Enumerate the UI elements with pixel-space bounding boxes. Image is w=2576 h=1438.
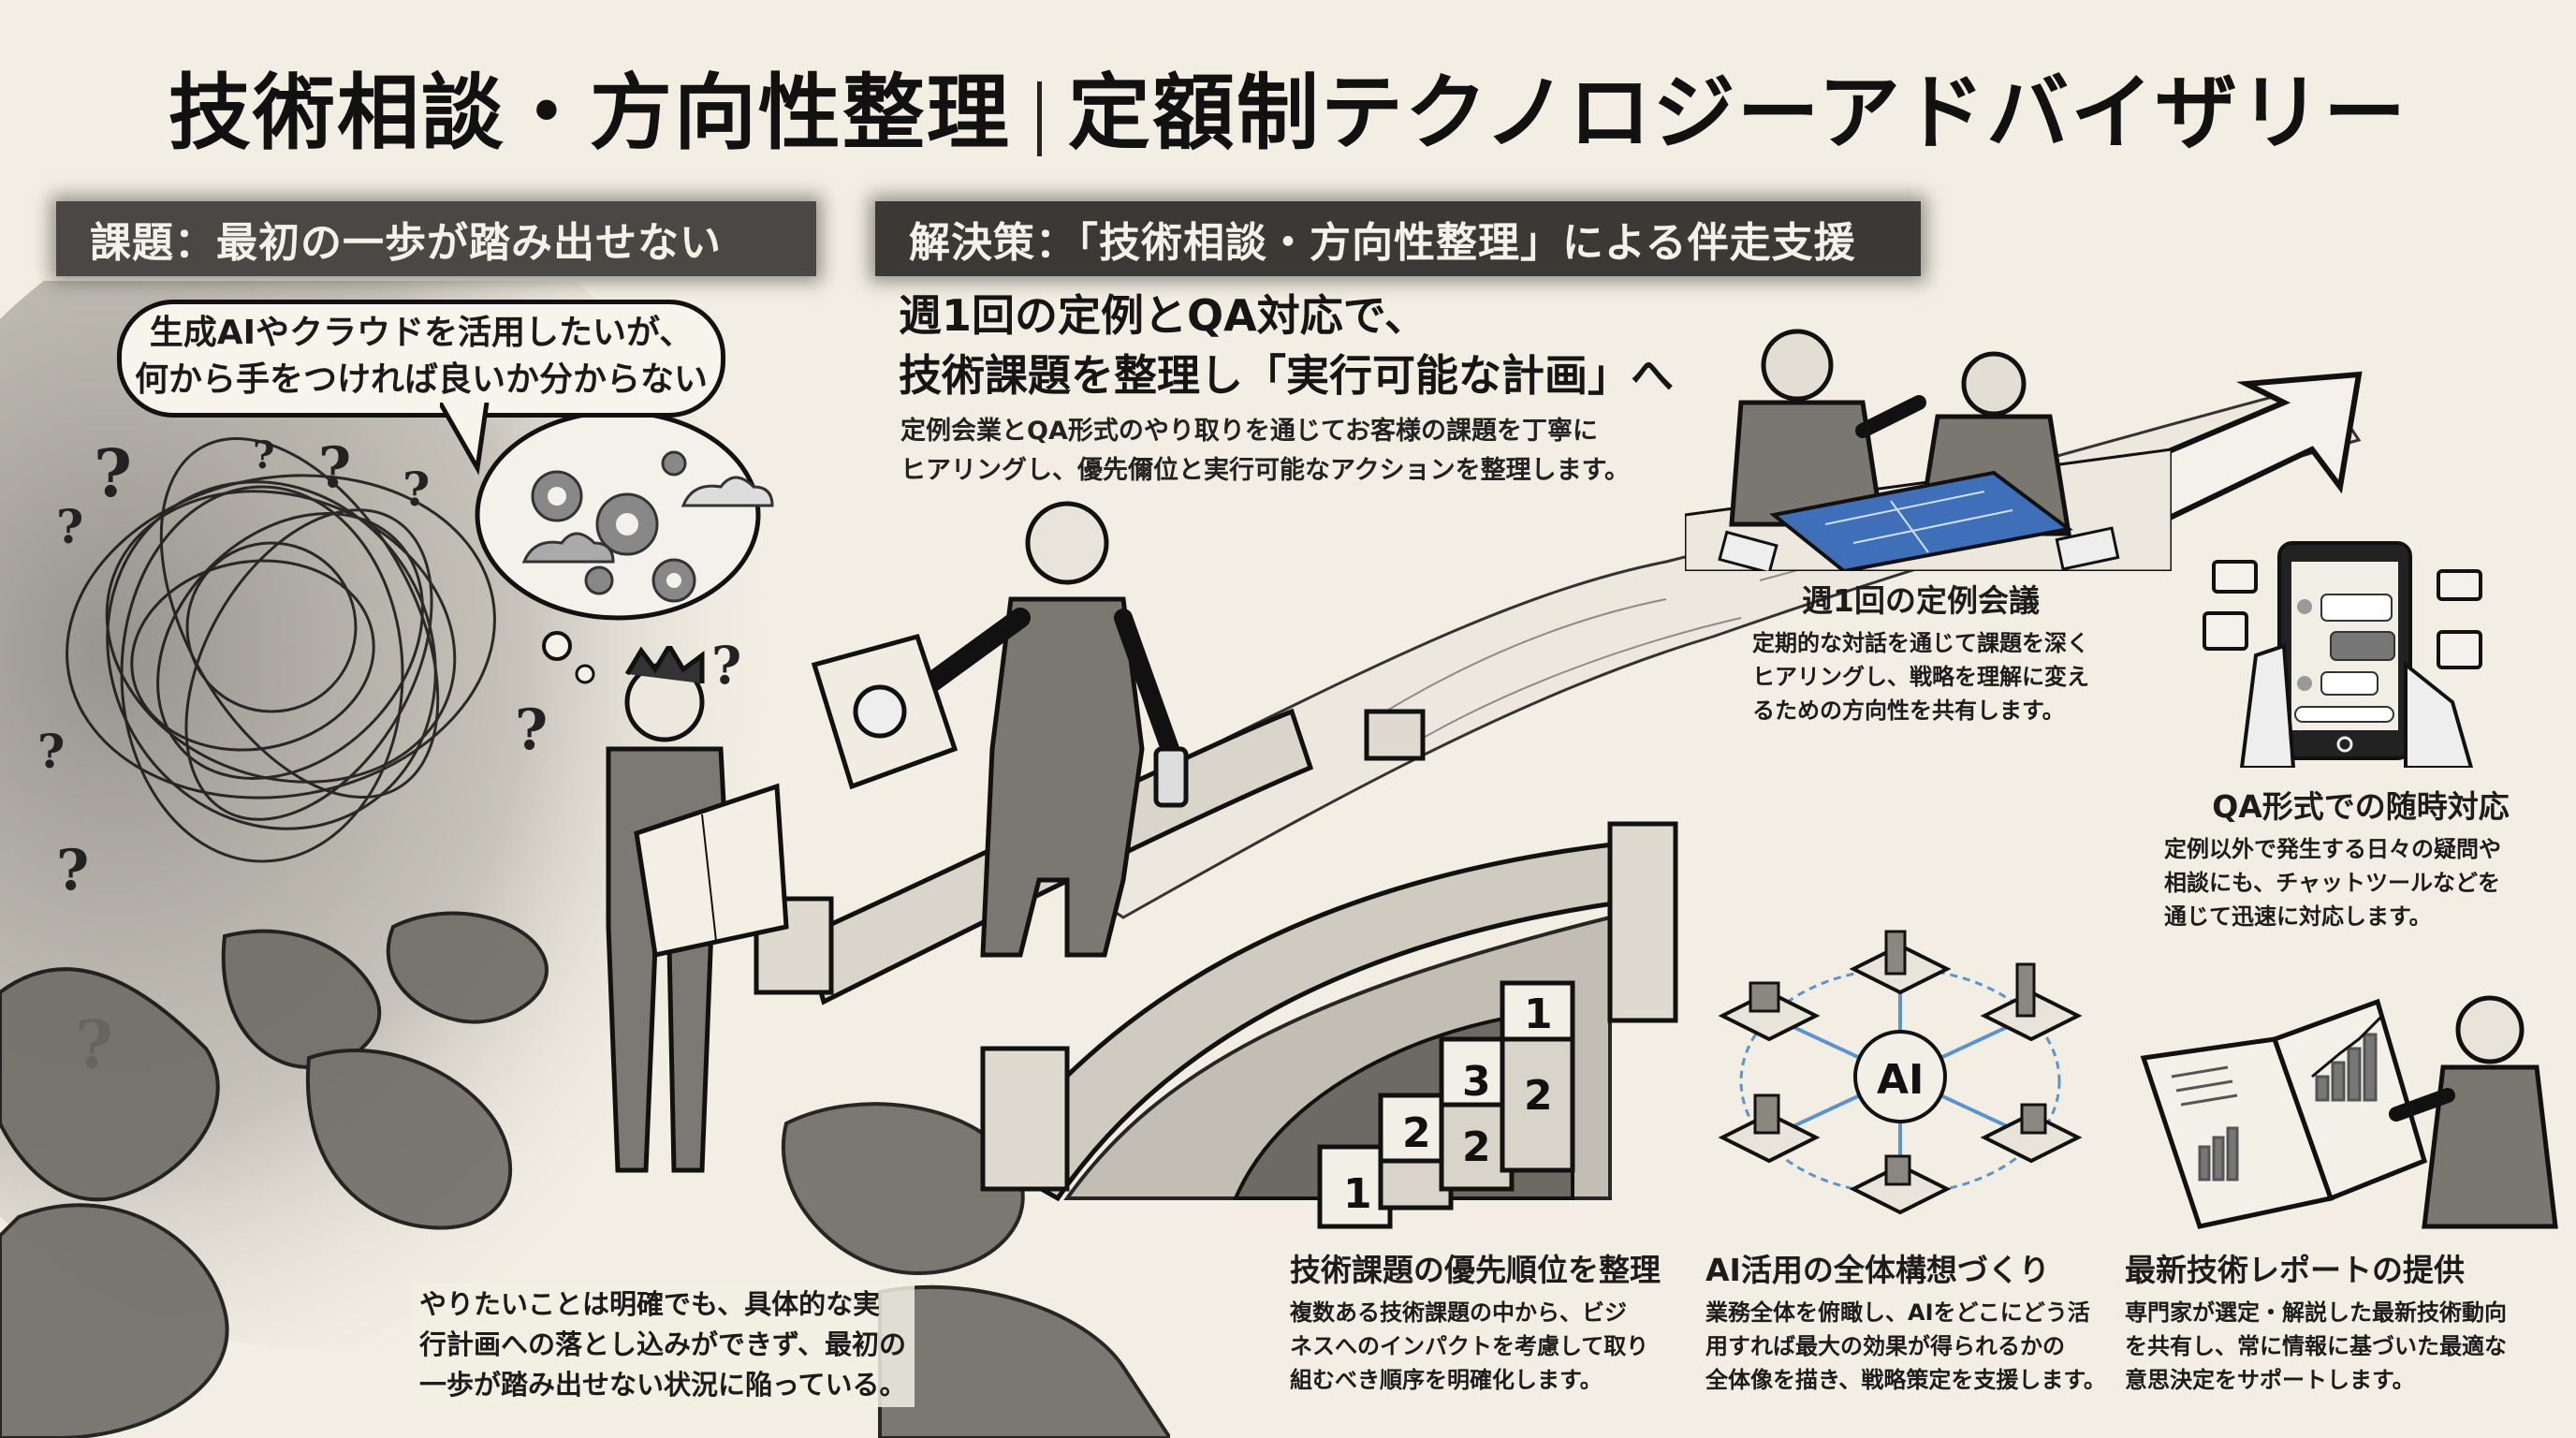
svg-text:1: 1 xyxy=(1343,1170,1372,1218)
headline-line-1: 週1回の定例とQA対応で、 xyxy=(899,290,1427,341)
solution-banner: 解決策：「技術相談・方向性整理」による伴走支援 xyxy=(875,201,1921,276)
feature-title: QA形式での随時対応 xyxy=(2212,788,2510,825)
feature-body-line: 用すれば最大の効果が得られるかの xyxy=(1705,1333,2065,1359)
priority-blocks-illustration: 1 2 3 2 1 2 xyxy=(1317,980,1575,1229)
confused-client-figure xyxy=(606,646,789,1173)
title-divider xyxy=(1036,81,1042,157)
feature-title: 最新技術レポートの提供 xyxy=(2125,1252,2465,1288)
feature-body-line: ヒアリングし、戦略を理解に変え xyxy=(1752,664,2089,690)
title-right: 定額制テクノロジーアドバイザリー xyxy=(1067,65,2408,161)
svg-text:?: ? xyxy=(253,433,274,477)
feature-body: 専門家が選定・解説した最新技術動向 を共有し、常に情報に基づいた最適な 意思決定… xyxy=(2125,1296,2565,1397)
feature-body-line: 相談にも、チャットツールなどを xyxy=(2164,870,2501,896)
svg-text:1: 1 xyxy=(1524,990,1553,1038)
problem-line-3: 一歩が踏み出せない状況に陥っている。 xyxy=(419,1369,907,1401)
feature-body-line: るための方向性を共有します。 xyxy=(1752,697,2065,724)
svg-text:?: ? xyxy=(94,434,132,512)
client-speech-bubble: 生成AIやクラウドを活用したいが、 何から手をつければ良いか分からない xyxy=(117,300,725,418)
speech-line-1: 生成AIやクラウドを活用したいが、 xyxy=(149,314,694,352)
ai-hub-label: AI xyxy=(1877,1056,1924,1104)
title-left: 技術相談・方向性整理 xyxy=(168,65,1011,161)
feature-body-line: 業務全体を俯瞰し、AIをどこにどう活 xyxy=(1705,1299,2090,1326)
feature-body: 定期的な対話を通じて課題を深く ヒアリングし、戦略を理解に変え るための方向性を… xyxy=(1752,626,2089,727)
feature-body-line: 意思決定をサポートします。 xyxy=(2125,1367,2415,1393)
solution-headline: 週1回の定例とQA対応で、 技術課題を整理し「実行可能な計画」へ xyxy=(899,286,1674,405)
lead-line-1: 定例会業とQA形式のやり取りを通じてお客様の課題を丁寧に xyxy=(900,417,1599,446)
feature-body-line: 定期的な対話を通じて課題を深く xyxy=(1752,630,2089,656)
feature-body-line: 組むべき順序を明確化します。 xyxy=(1290,1367,1603,1393)
problem-line-1: やりたいことは明確でも、具体的な実 xyxy=(419,1288,881,1320)
speech-line-2: 何から手をつければ良いか分からない xyxy=(134,360,708,399)
svg-text:?: ? xyxy=(56,838,89,903)
svg-text:?: ? xyxy=(402,462,430,517)
feature-body: 定例以外で発生する日々の疑問や 相談にも、チャットツールなどを 通じて迅速に対応… xyxy=(2164,832,2557,933)
mentor-figure xyxy=(811,501,1189,958)
feature-body-line: 通じて迅速に対応します。 xyxy=(2164,903,2432,930)
svg-text:?: ? xyxy=(37,724,65,779)
feature-qa-support: QA形式での随時対応 定例以外で発生する日々の疑問や 相談にも、チャットツールな… xyxy=(2164,782,2557,933)
meeting-illustration xyxy=(1685,329,2172,571)
feature-body-line: を共有し、常に情報に基づいた最適な xyxy=(2125,1333,2507,1359)
svg-text:?: ? xyxy=(711,635,741,696)
tangled-chaos-illustration: ? ? ? ? ? ? ? ? ? ? xyxy=(0,281,1170,1438)
svg-text:3: 3 xyxy=(1462,1058,1491,1106)
lead-line-2: ヒアリングし、優先儞位と実行可能なアクションを整理します。 xyxy=(900,456,1630,485)
feature-title: AI活用の全体構想づくり xyxy=(1705,1252,2050,1288)
svg-text:?: ? xyxy=(515,697,548,763)
report-book-illustration xyxy=(2140,995,2558,1229)
svg-text:?: ? xyxy=(56,499,83,554)
headline-line-2: 技術課題を整理し「実行可能な計画」へ xyxy=(899,350,1674,401)
feature-body-line: 定例以外で発生する日々の疑問や xyxy=(2164,836,2501,862)
feature-body-line: ネスへのインパクトを考慮して取り xyxy=(1290,1333,1649,1359)
feature-body-line: 複数ある技術課題の中から、ビジ xyxy=(1290,1299,1627,1326)
page-title: 技術相談・方向性整理定額制テクノロジーアドバイザリー xyxy=(0,47,2576,166)
feature-title: 週1回の定例会議 xyxy=(1802,582,2040,619)
svg-text:2: 2 xyxy=(1402,1109,1431,1157)
feature-body-line: 専門家が選定・解説した最新技術動向 xyxy=(2125,1299,2507,1326)
svg-text:2: 2 xyxy=(1524,1072,1553,1120)
svg-text:?: ? xyxy=(318,435,351,501)
problem-description: やりたいことは明確でも、具体的な実 行計画への落とし込みができず、最初の 一歩が… xyxy=(412,1283,915,1407)
feature-weekly-meeting: 週1回の定例会議 定期的な対話を通じて課題を深く ヒアリングし、戦略を理解に変え… xyxy=(1752,576,2089,727)
feature-ai-vision: AI活用の全体構想づくり 業務全体を俯瞰し、AIをどこにどう活 用すれば最大の効… xyxy=(1705,1245,2117,1397)
problem-banner: 課題：最初の一歩が踏み出せない xyxy=(56,201,816,276)
tablet-chat-illustration xyxy=(2203,541,2482,768)
feature-priority: 技術課題の優先順位を整理 複数ある技術課題の中から、ビジ ネスへのインパクトを考… xyxy=(1290,1245,1692,1397)
feature-body: 業務全体を俯瞰し、AIをどこにどう活 用すれば最大の効果が得られるかの 全体像を… xyxy=(1705,1296,2117,1397)
feature-tech-report: 最新技術レポートの提供 専門家が選定・解説した最新技術動向 を共有し、常に情報に… xyxy=(2125,1245,2565,1397)
problem-line-2: 行計画への落とし込みができず、最初の xyxy=(419,1328,906,1360)
svg-text:2: 2 xyxy=(1462,1123,1491,1171)
feature-title: 技術課題の優先順位を整理 xyxy=(1290,1252,1661,1288)
feature-body-line: 全体像を描き、戦略策定を支援します。 xyxy=(1705,1367,2106,1393)
feature-body: 複数ある技術課題の中から、ビジ ネスへのインパクトを考慮して取り 組むべき順序を… xyxy=(1290,1296,1692,1397)
speech-bubble-tail xyxy=(440,403,490,476)
solution-lead: 定例会業とQA形式のやり取りを通じてお客様の課題を丁寧に ヒアリングし、優先儞位… xyxy=(900,412,1630,491)
ai-network-illustration: AI xyxy=(1718,930,2083,1215)
